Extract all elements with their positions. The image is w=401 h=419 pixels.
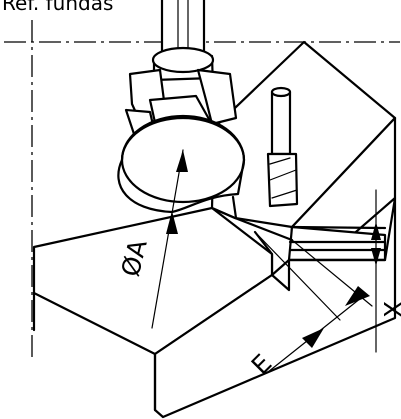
workpiece-block [32,40,397,419]
milling-cutter [117,0,246,214]
center-lines [4,20,400,360]
depth-dimension: X [371,189,401,353]
end-mill [266,86,299,208]
depth-label: X [379,301,401,318]
caption: Ref. fundas [2,0,113,15]
